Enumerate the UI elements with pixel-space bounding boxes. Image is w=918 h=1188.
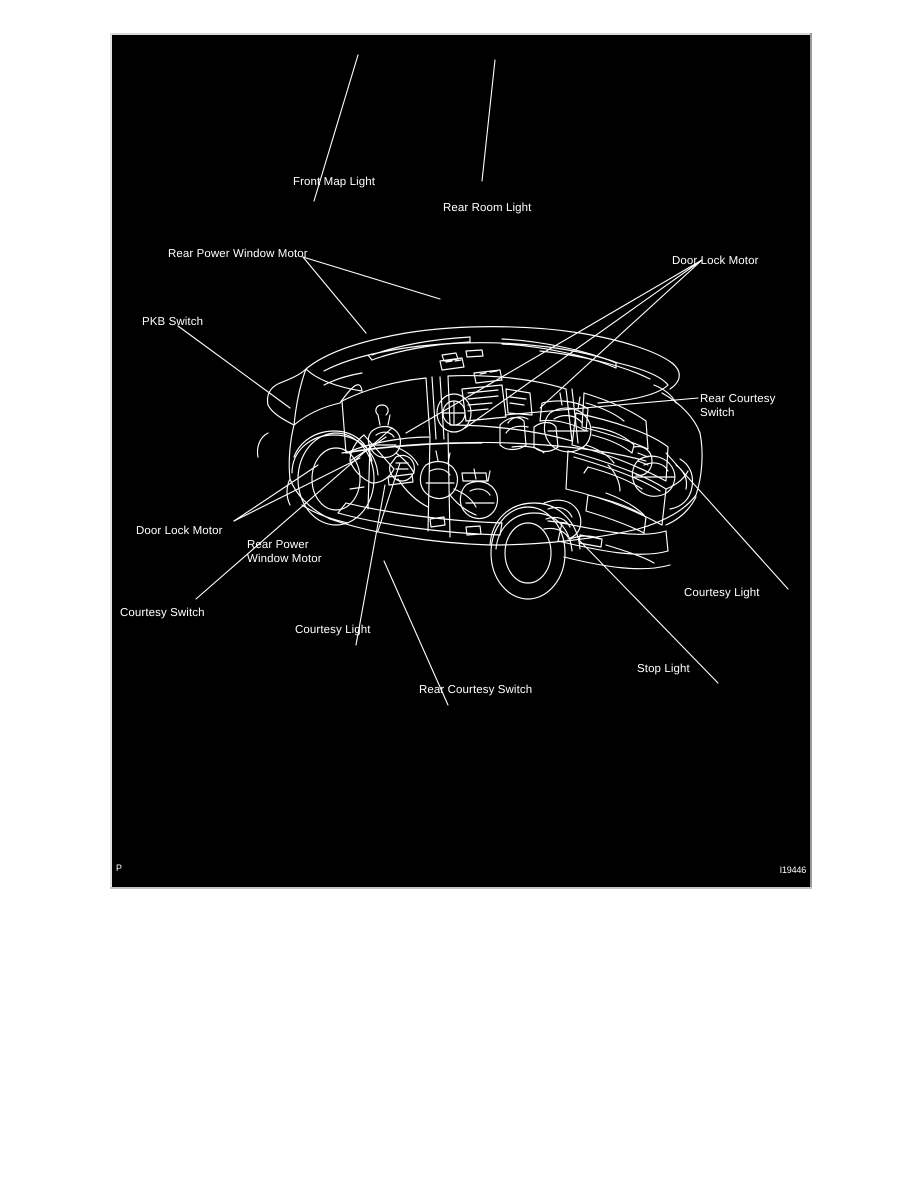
leader-stop-light: [579, 540, 719, 684]
callout-front-map-light: Front Map Light: [293, 176, 376, 188]
leader-rear-power-window-motor-b: [302, 256, 441, 300]
leader-door-lock-motor-right-c: [405, 259, 703, 434]
figure-panel: Front Map Light Rear Room Light Rear Pow…: [110, 33, 812, 889]
callout-rear-room-light: Rear Room Light: [443, 202, 532, 214]
callout-rear-courtesy-switch-lower: Rear Courtesy Switch: [419, 684, 533, 696]
leader-door-lock-motor-right-b: [464, 259, 703, 429]
leader-courtesy-switch: [195, 427, 393, 600]
leader-pkb-switch: [177, 325, 291, 409]
figure-border-left: [110, 33, 112, 889]
leader-rear-power-window-motor-lo: [377, 462, 401, 532]
callout-door-lock-motor-right: Door Lock Motor: [672, 255, 759, 267]
leader-door-lock-motor-left-a: [233, 464, 319, 522]
leader-rear-room-light: [481, 59, 496, 182]
leader-rear-power-window-motor-a: [302, 256, 367, 334]
leader-courtesy-light-left: [355, 484, 386, 646]
leader-door-lock-motor-left-b: [233, 457, 361, 522]
callout-stop-light: Stop Light: [637, 663, 690, 675]
callout-rear-courtesy-switch-right: Rear Courtesy Switch: [700, 393, 776, 419]
leader-rear-courtesy-switch-right: [504, 397, 699, 416]
callout-pkb-switch: PKB Switch: [142, 316, 204, 328]
vehicle-illustration: [256, 326, 703, 600]
figure-border-top: [110, 33, 812, 35]
corner-mark-p: P: [116, 863, 123, 873]
callout-rear-power-window-motor-upper: Rear Power Window Motor: [168, 248, 308, 260]
leader-door-lock-motor-right-a: [539, 259, 703, 409]
leader-rear-courtesy-switch-low: [383, 560, 449, 706]
figure-border-right: [810, 33, 812, 889]
leader-front-map-light: [313, 54, 359, 202]
callout-courtesy-light-left: Courtesy Light: [295, 624, 371, 636]
callout-door-lock-motor-left: Door Lock Motor: [136, 525, 223, 537]
figure-border-bottom: [110, 887, 812, 889]
callout-rear-power-window-motor-lower: Rear Power Window Motor: [247, 539, 322, 565]
figure-code: I19446: [779, 865, 807, 875]
leader-courtesy-light-right: [665, 452, 789, 590]
callout-courtesy-light-right: Courtesy Light: [684, 587, 760, 599]
callout-courtesy-switch: Courtesy Switch: [120, 607, 205, 619]
leader-lines: [177, 54, 789, 706]
